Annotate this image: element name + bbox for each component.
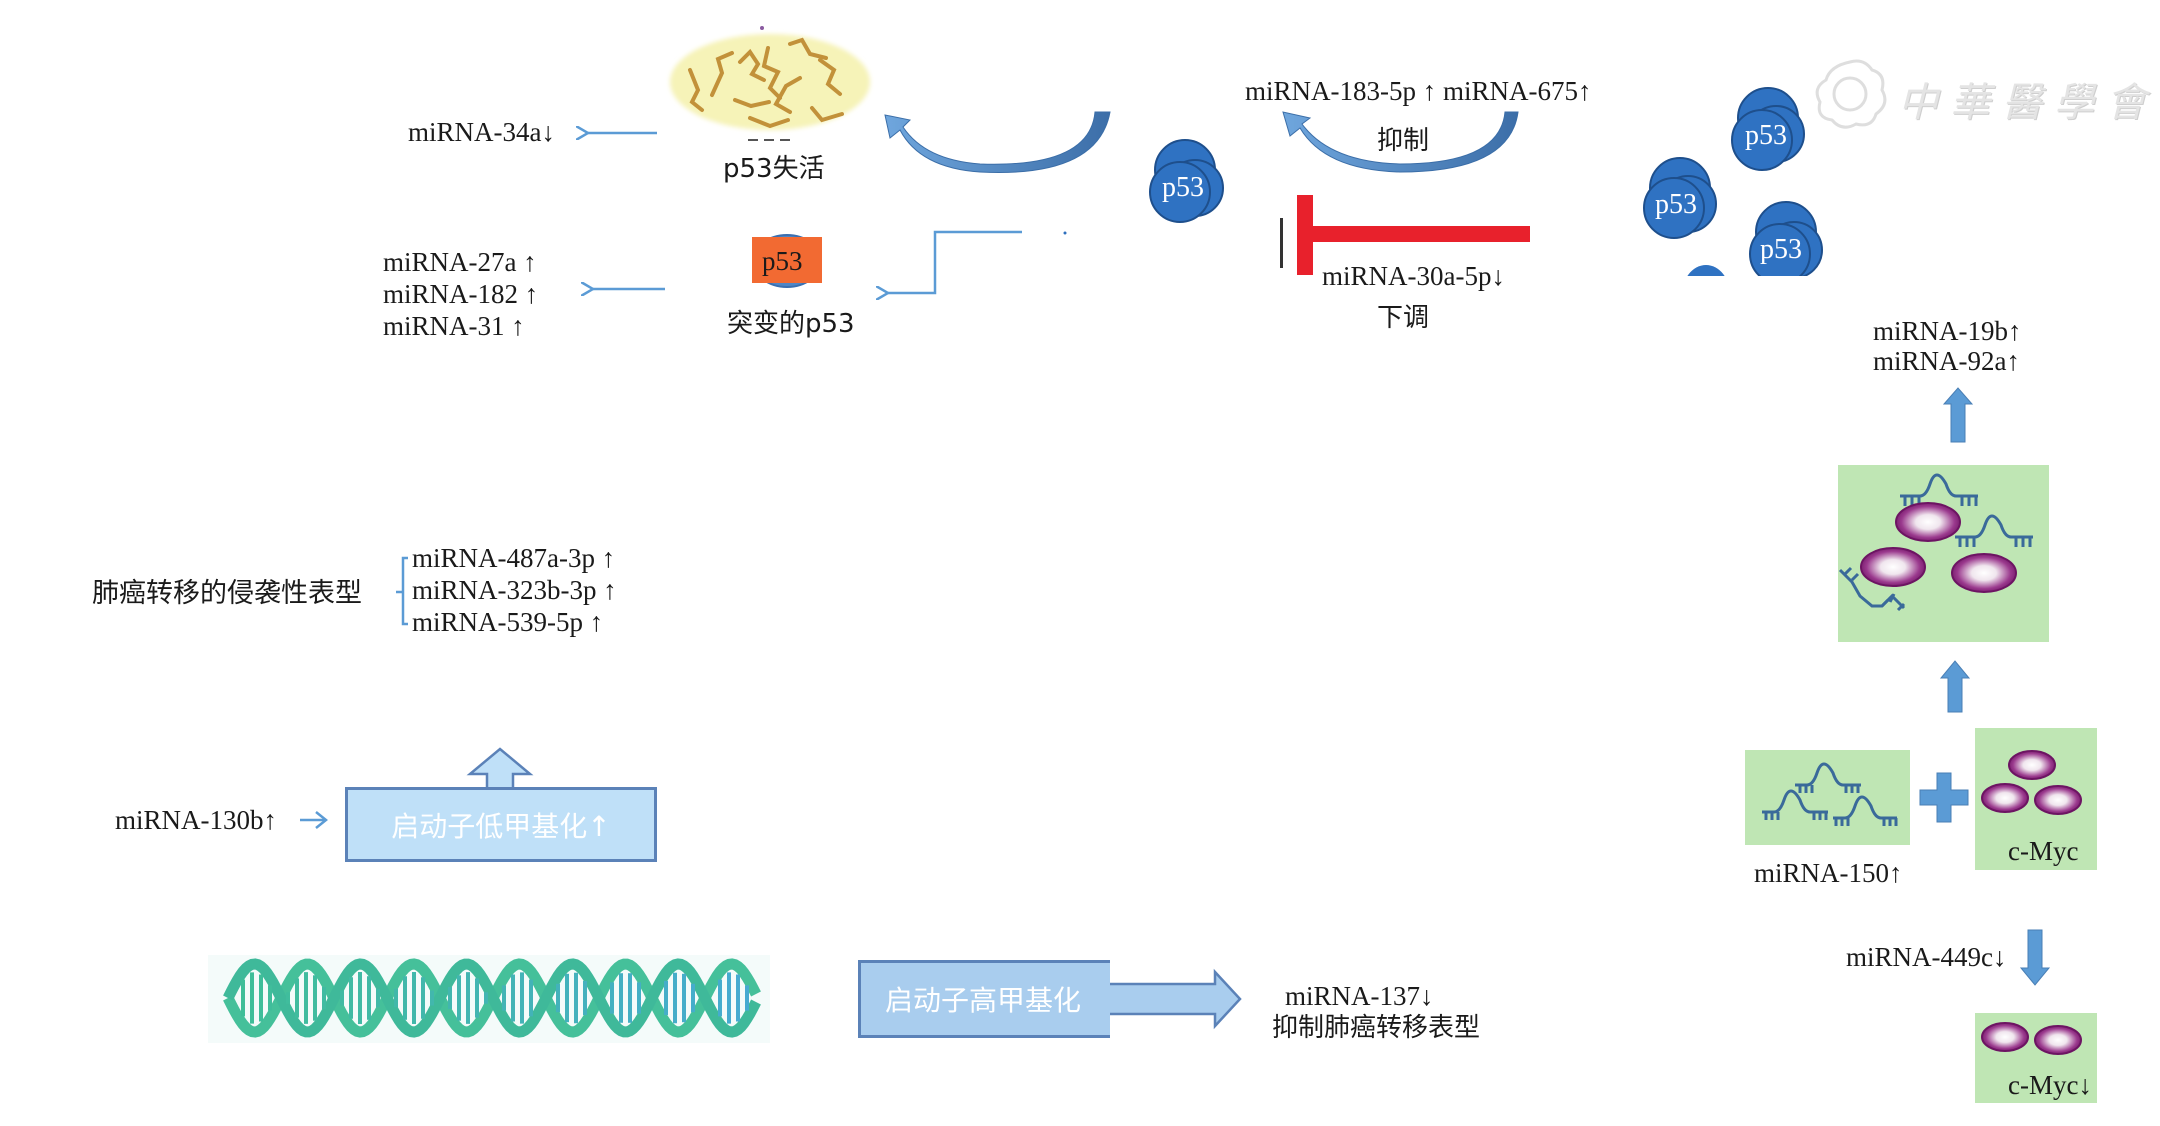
inhibit-label: 抑制 xyxy=(1377,126,1430,156)
watermark-text: 中華醫學會 xyxy=(1898,80,2158,126)
myc-protein-icons xyxy=(1860,502,2082,1055)
mirna-182: miRNA-182 ↑ xyxy=(383,279,539,309)
p53-cluster-a xyxy=(1731,87,1805,171)
mirna-137-label: miRNA-137↓ xyxy=(1285,981,1434,1011)
curved-arrow-inhibit xyxy=(1282,111,1519,173)
phenotype-mirna-list: miRNA-487a-3p ↑ miRNA-323b-3p ↑ miRNA-53… xyxy=(412,542,617,638)
p53-cluster-b xyxy=(1643,157,1717,239)
cmyc-down-label: c-Myc↓ xyxy=(2008,1070,2092,1100)
hypomethylation-box: 启动子低甲基化↑ xyxy=(345,787,657,862)
hyper-block-arrow xyxy=(1107,968,1242,1030)
p53-cluster-partial xyxy=(1686,265,1726,277)
mirna-183-675-label: miRNA-183-5p ↑ miRNA-675↑ xyxy=(1245,76,1592,106)
mutant-p53-label: 突变的p53 xyxy=(727,309,855,339)
mutant-p53-icon xyxy=(752,234,822,288)
chromatin-icon xyxy=(670,26,870,141)
p53-inactive-label: p53失活 xyxy=(723,154,825,184)
down-arrow-449c xyxy=(2019,929,2051,986)
phenotype-label: 肺癌转移的侵袭性表型 xyxy=(92,578,362,609)
p53-cluster-center xyxy=(1149,139,1224,223)
rna-hairpins xyxy=(1762,473,2033,826)
center-p53-label: p53 xyxy=(1162,172,1204,203)
mirna-31: miRNA-31 ↑ xyxy=(383,311,525,341)
mirna-487a: miRNA-487a-3p ↑ xyxy=(412,543,616,573)
mirna-34a-label: miRNA-34a↓ xyxy=(408,117,555,147)
mirna-130b-label: miRNA-130b↑ xyxy=(115,805,277,835)
mirna-27a: miRNA-27a ↑ xyxy=(383,247,537,277)
dna-helix-icon xyxy=(208,955,770,1043)
plus-icon xyxy=(1919,772,1969,823)
mutant-p53-badge: p53 xyxy=(762,246,803,276)
p53-label-b: p53 xyxy=(1655,189,1697,220)
mirna-539: miRNA-539-5p ↑ xyxy=(412,607,604,637)
downregulate-label: 下调 xyxy=(1377,303,1430,333)
mirna-92a: miRNA-92a↑ xyxy=(1873,346,2020,376)
p53-label-a: p53 xyxy=(1745,120,1787,151)
dna-strand xyxy=(223,958,761,1038)
upstream-mirna-list: miRNA-19b↑ miRNA-92a↑ xyxy=(1873,316,2022,376)
curved-arrow-inactivation xyxy=(884,111,1111,173)
mirna-449c-label: miRNA-449c↓ xyxy=(1846,942,2007,972)
p53-label-c: p53 xyxy=(1760,234,1802,265)
mirna-150-label: miRNA-150↑ xyxy=(1754,858,1903,888)
up-arrow-hypo xyxy=(466,747,534,787)
step-arrow-to-mutant xyxy=(888,230,1022,293)
up-arrow-to-19b xyxy=(1942,387,1974,443)
hypermethylation-box: 启动子高甲基化 xyxy=(858,960,1110,1038)
watermark-logo xyxy=(1815,59,1887,129)
mirna-19b: miRNA-19b↑ xyxy=(1873,316,2022,346)
inhibition-bar-icon xyxy=(1280,195,1530,275)
mirna-30a-label: miRNA-30a-5p↓ xyxy=(1322,261,1505,291)
mutant-mirna-list: miRNA-27a ↑ miRNA-182 ↑ miRNA-31 ↑ xyxy=(383,246,538,342)
metastasis-inhibit-label: 抑制肺癌转移表型 xyxy=(1272,1013,1481,1043)
phenotype-bracket xyxy=(396,556,408,626)
cmyc-label: c-Myc xyxy=(2008,836,2079,866)
mirna-323b: miRNA-323b-3p ↑ xyxy=(412,575,617,605)
up-arrow-to-complex xyxy=(1939,660,1971,713)
